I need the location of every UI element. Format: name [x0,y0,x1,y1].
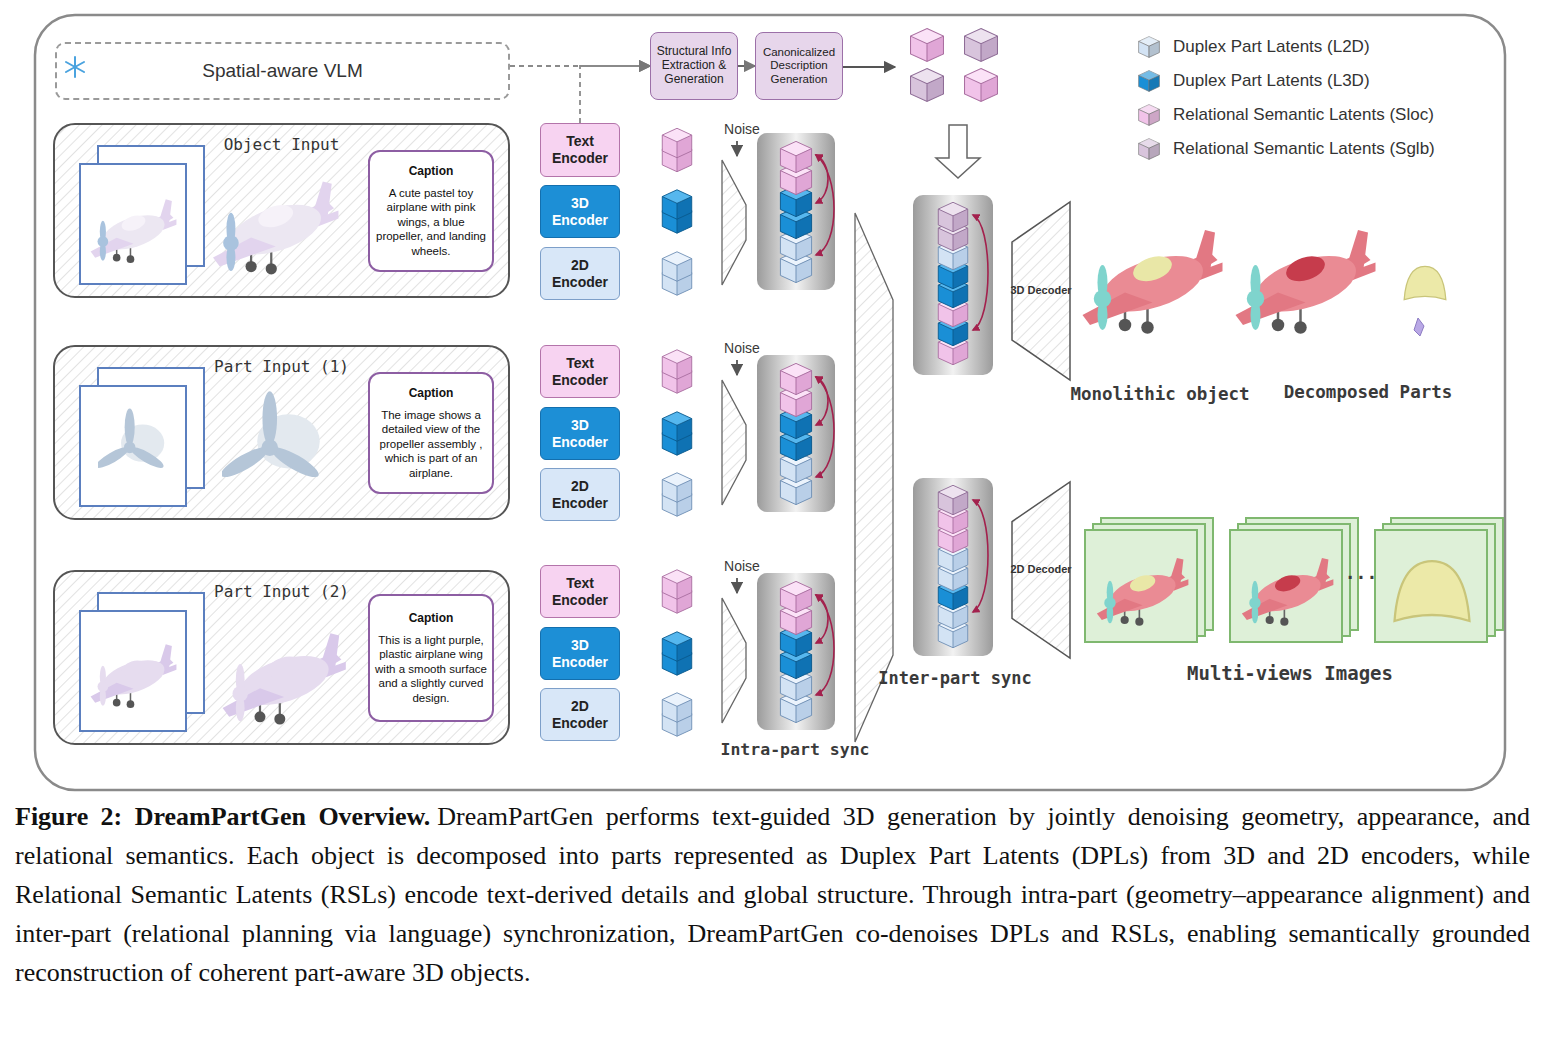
node-body: The image shows a detailed view of the p… [374,408,488,480]
encoder-box: Text Encoder [540,345,620,398]
output-label: Monolithic object [1070,384,1249,404]
node-body: This is a light purple, plastic airplane… [374,633,488,705]
node-label: Caption [409,611,454,625]
node-label: Spatial-aware VLM [202,60,363,82]
output-label: Multi-views Images [1187,662,1393,684]
encoder-box: Text Encoder [540,123,620,177]
legend-cube [1137,69,1161,93]
figure-caption: Figure 2: DreamPartGen Overview.DreamPar… [15,797,1530,992]
input-panel: Part Input (1)CaptionThe image shows a d… [53,345,510,520]
legend-label: Relational Semantic Latents (Sglb) [1173,139,1435,159]
node-label: Canonicalized Description Generation [759,46,839,86]
legend: Duplex Part Latents (L2D) Duplex Part Lat… [1137,30,1435,166]
legend-label: Duplex Part Latents (L3D) [1173,71,1370,91]
node-label: 3D Encoder [543,195,617,229]
node-label: Caption [409,386,454,400]
legend-swatch [1139,143,1149,159]
cube-face [1149,41,1159,57]
cube-face [1149,75,1159,91]
legend-row: Relational Semantic Latents (Sloc) [1137,98,1435,132]
node-label: 3D Decoder [1010,284,1071,297]
figure-title: Figure 2: DreamPartGen Overview. [15,802,430,831]
cube-shade [1149,143,1159,159]
node-label: Caption [409,164,454,178]
decoder-trapezoid: 2D Decoder [1010,480,1072,660]
encoder-box: Text Encoder [540,565,620,618]
legend-cube [1137,137,1161,161]
encoder-box: 3D Encoder [540,627,620,680]
noise-label: Noise [724,340,760,356]
connector-arrow [580,66,650,123]
model-box: Spatial-aware VLM [55,42,510,100]
cube-shade [1149,75,1159,91]
node-label: 2D Encoder [543,478,617,512]
legend-row: Duplex Part Latents (L2D) [1137,30,1435,64]
legend-swatch [1139,75,1149,91]
legend-row: Duplex Part Latents (L3D) [1137,64,1435,98]
node-label: 3D Encoder [543,417,617,451]
noise-label: Noise [724,558,760,574]
node-body: A cute pastel toy airplane with pink win… [374,186,488,258]
cube-shade [1149,109,1159,125]
stage-label: Intra-part sync [720,740,869,759]
encoder-box: 2D Encoder [540,468,620,521]
legend-label: Duplex Part Latents (L2D) [1173,37,1370,57]
input-panel: Object InputCaptionA cute pastel toy air… [53,123,510,298]
stage-label: Inter-part sync [878,668,1032,688]
cube-face [1149,109,1159,125]
node-label: 2D Encoder [543,257,617,291]
cube-shade [1149,41,1159,57]
encoder-box: 3D Encoder [540,185,620,238]
node-label: Structural Info Extraction & Generation [654,45,734,86]
legend-row: Relational Semantic Latents (Sglb) [1137,132,1435,166]
node-label: 2D Encoder [543,698,617,732]
decoder-trapezoid: 3D Decoder [1010,200,1072,382]
legend-cube [1137,35,1161,59]
output-label: Decomposed Parts [1284,382,1453,402]
connector-arrow [738,65,755,67]
caption-box: CaptionThe image shows a detailed view o… [368,372,494,494]
node-label: Text Encoder [543,133,617,167]
legend-label: Relational Semantic Latents (Sloc) [1173,105,1434,125]
process-box: Canonicalized Description Generation [755,32,843,100]
cube-face [1149,143,1159,159]
encoder-box: 2D Encoder [540,247,620,300]
caption-box: Caption A cute pastel toy airplane with p… [368,150,494,272]
node-label: 2D Decoder [1010,563,1071,576]
noise-label: Noise [724,121,760,137]
legend-swatch [1139,41,1149,57]
input-panel: Part Input (2)CaptionThis is a light pur… [53,570,510,745]
process-box: Structural Info Extraction & Generation [650,32,738,100]
legend-cube [1137,103,1161,127]
node-label: 3D Encoder [543,637,617,671]
caption-box: CaptionThis is a light purple, plastic a… [368,594,494,722]
encoder-box: 2D Encoder [540,688,620,741]
node-label: Text Encoder [543,575,617,609]
ellipsis: ... [1345,562,1378,583]
node-label: Text Encoder [543,355,617,389]
legend-swatch [1139,109,1149,125]
encoder-box: 3D Encoder [540,407,620,460]
